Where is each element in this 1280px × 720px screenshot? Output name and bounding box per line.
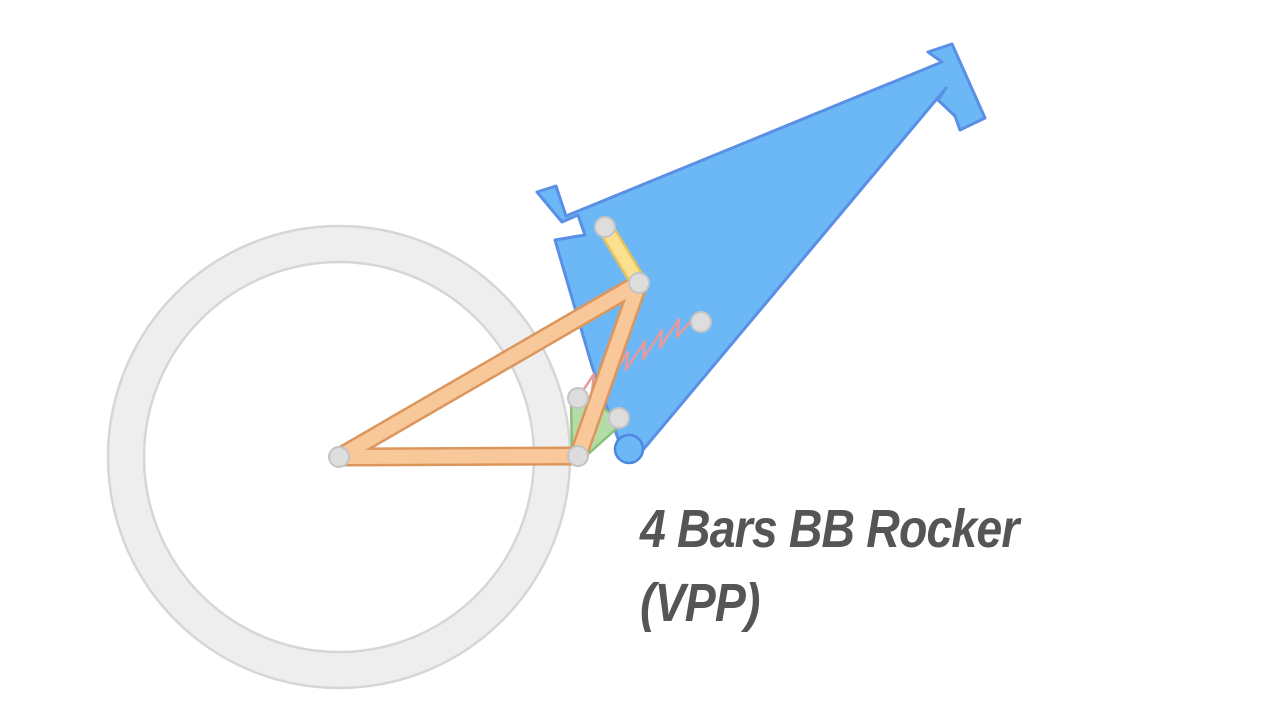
- bottom-bracket: [613, 433, 645, 465]
- upper-link-stay-pivot: [628, 272, 650, 294]
- front-triangle: [535, 42, 987, 459]
- shock-link-mount: [567, 387, 589, 409]
- title-line-1: 4 Bars BB Rocker: [640, 499, 1019, 559]
- title-line-2: (VPP): [640, 573, 760, 633]
- lower-link-stay-pivot: [567, 445, 589, 467]
- diagram-title: 4 Bars BB Rocker (VPP): [640, 492, 1019, 640]
- shock-frame-mount: [690, 311, 712, 333]
- upper-link-frame-pivot: [594, 216, 616, 238]
- lower-link-frame-pivot: [608, 407, 630, 429]
- rear-axle-pivot: [328, 446, 350, 468]
- rear-triangle-tubes: [329, 273, 649, 467]
- pivots: [328, 216, 712, 468]
